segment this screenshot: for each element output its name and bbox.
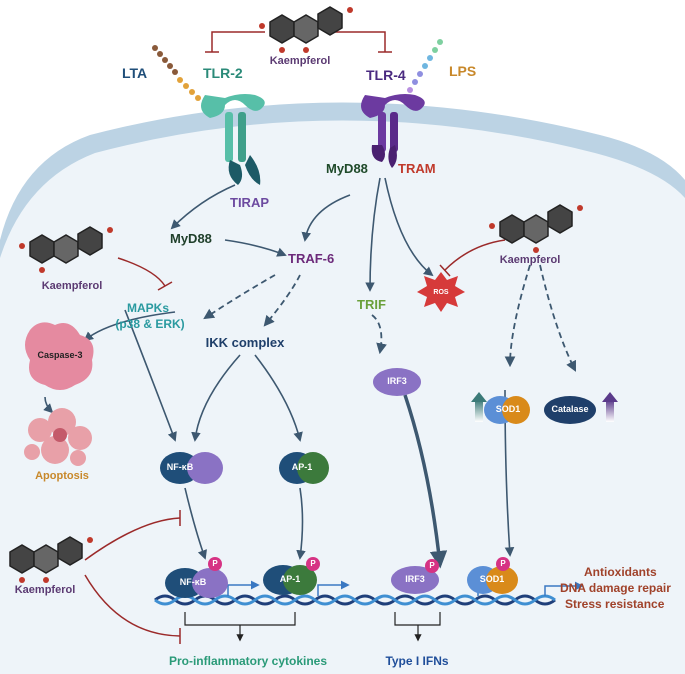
activation-arrows — [43, 177, 515, 569]
sod1-protein — [484, 396, 530, 424]
lta-chain — [152, 45, 201, 101]
kaempferol-label-top: Kaempferol — [269, 55, 331, 67]
nfkb-nuclear — [165, 568, 228, 598]
phospho-label-ap1: P — [310, 559, 316, 568]
myd88-label-left: MyD88 — [170, 231, 212, 246]
nfkb-protein — [160, 452, 223, 484]
antioxidants-label: Antioxidants — [584, 565, 657, 579]
apoptosis-cluster — [24, 408, 92, 466]
dna-strand — [154, 594, 556, 606]
lps-chain — [402, 39, 443, 101]
kaempferol-label-right: Kaempferol — [499, 254, 561, 266]
lta-label: LTA — [122, 65, 148, 81]
kaempferol-label-bottom: Kaempferol — [14, 584, 76, 596]
catalase-up-arrow-icon — [602, 392, 618, 402]
nfkb-nuclear-label: NF-κB — [179, 577, 207, 587]
catalase-up-shaft — [606, 400, 614, 422]
irf3-protein — [373, 368, 421, 396]
mapks-detail-label: (p38 & ERK) — [115, 317, 185, 331]
kaempferol-structure-right — [489, 204, 583, 253]
sod1-up-arrow-icon — [471, 392, 487, 402]
trif-label: TRIF — [357, 297, 386, 312]
ros-label: ROS — [433, 289, 449, 296]
tirap-label: TIRAP — [230, 195, 269, 210]
tlr4-receptor — [361, 94, 425, 168]
tlr2-receptor — [201, 94, 265, 185]
mapks-label: MAPKs — [126, 301, 170, 315]
caspase3-label: Caspase-3 — [37, 350, 83, 360]
ap1-nuclear — [263, 565, 317, 595]
apoptosis-label: Apoptosis — [35, 470, 89, 482]
traf6-label: TRAF-6 — [288, 251, 335, 266]
kaempferol-structure-top — [259, 6, 353, 53]
phospho-label-nfkb: P — [212, 559, 218, 568]
phospho-label-irf3: P — [429, 561, 435, 570]
lps-label: LPS — [449, 63, 477, 79]
nfkb-label: NF-κB — [166, 462, 194, 472]
ap1-protein — [279, 452, 329, 484]
tlr2-label: TLR-2 — [203, 65, 243, 81]
type1-ifns-label: Type I IFNs — [385, 654, 449, 668]
irf3-label: IRF3 — [387, 376, 407, 386]
irf3-nuclear-label: IRF3 — [405, 574, 425, 584]
dna-repair-label: DNA damage repair — [560, 581, 671, 595]
irf3-nuclear — [391, 566, 439, 594]
tram-label: TRAM — [398, 161, 436, 176]
kaempferol-label-left: Kaempferol — [41, 280, 103, 292]
catalase-protein — [544, 396, 596, 424]
sod1-up-shaft — [475, 400, 483, 422]
tlr4-label: TLR-4 — [366, 67, 406, 83]
ikk-complex-label: IKK complex — [205, 335, 285, 350]
sod1-nuclear-label: SOD1 — [479, 574, 505, 584]
phospho-markers — [208, 557, 510, 573]
ap1-label: AP-1 — [291, 462, 313, 472]
caspase3-blob — [25, 322, 94, 390]
cell-membrane — [0, 102, 685, 674]
phospho-label-sod1: P — [500, 559, 506, 568]
catalase-label: Catalase — [551, 404, 589, 414]
kaempferol-structure-bottom — [9, 536, 93, 583]
sod1-nuclear — [467, 566, 518, 594]
proinflammatory-label: Pro-inflammatory cytokines — [168, 654, 328, 668]
ros-star — [417, 272, 465, 312]
output-brackets — [184, 612, 441, 642]
kaempferol-structure-left — [19, 226, 113, 273]
ap1-nuclear-label: AP-1 — [279, 574, 301, 584]
myd88-label-right: MyD88 — [326, 161, 368, 176]
inhibition-lines — [84, 31, 506, 644]
sod1-label: SOD1 — [495, 404, 521, 414]
stress-resistance-label: Stress resistance — [565, 597, 665, 611]
dashed-arrows — [203, 264, 576, 372]
